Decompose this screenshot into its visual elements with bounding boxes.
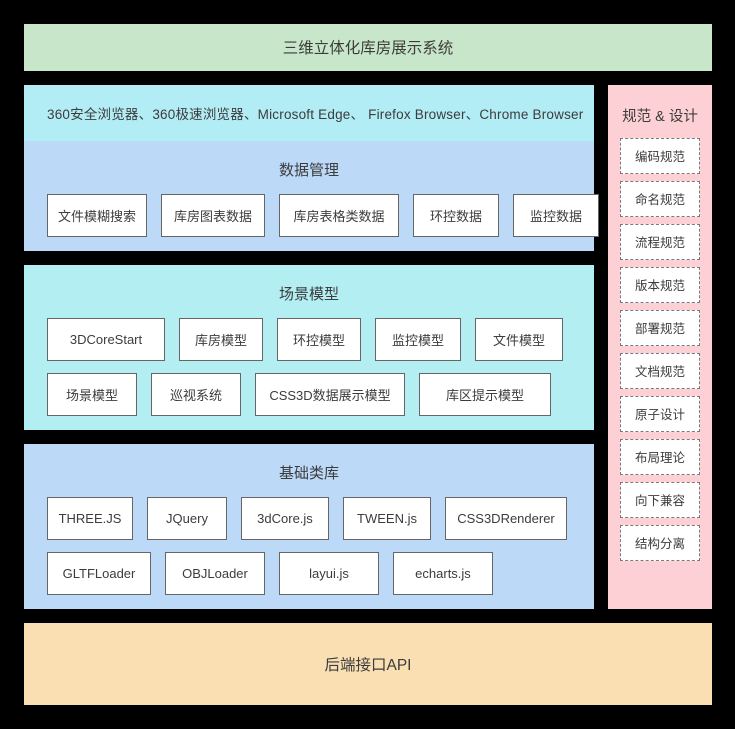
- sidebar-item-5[interactable]: 部署规范: [620, 309, 700, 346]
- system-title-band: 三维立体化库房展示系统: [24, 24, 712, 71]
- module-chip[interactable]: 巡视系统: [151, 372, 241, 416]
- chip-row: 文件模糊搜索库房图表数据库房表格类数据环控数据监控数据: [24, 193, 599, 237]
- chip-row: 场景模型巡视系统 CSS3D数据展示模型库区提示模型: [24, 372, 594, 416]
- sidebar-item-list: 编码规范命名规范流程规范版本规范部署规范文档规范原子设计布局理论向下兼容结构分离: [620, 137, 700, 561]
- layer-title: 数据管理: [278, 161, 339, 179]
- diagram-columns: 360安全浏览器、360极速浏览器、Microsoft Edge、 Firefo…: [24, 84, 712, 609]
- sidebar-title: 规范 & 设计: [622, 108, 698, 125]
- module-chip[interactable]: 库房模型: [179, 317, 263, 361]
- module-chip[interactable]: 文件模糊搜索: [47, 193, 147, 237]
- system-title-label: 三维立体化库房展示系统: [282, 40, 454, 58]
- module-chip[interactable]: 3DCoreStart: [47, 317, 165, 361]
- layer-title: 基础类库: [278, 464, 339, 482]
- module-chip[interactable]: 环控数据: [413, 193, 499, 237]
- module-chip[interactable]: 场景模型: [47, 372, 137, 416]
- module-chip[interactable]: 环控模型: [277, 317, 361, 361]
- sidebar-item-6[interactable]: 文档规范: [620, 352, 700, 389]
- module-chip[interactable]: THREE.JS: [47, 496, 133, 540]
- module-chip[interactable]: CSS3D数据展示模型: [255, 372, 405, 416]
- sidebar-item-10[interactable]: 结构分离: [620, 524, 700, 561]
- chip-row: THREE.JS JQuery 3dCore.js TWEEN.js CSS3DRend…: [24, 496, 594, 540]
- sidebar-item-1[interactable]: 编码规范: [620, 137, 700, 174]
- module-chip[interactable]: 库房图表数据: [161, 193, 265, 237]
- module-chip[interactable]: OBJLoader: [165, 551, 265, 595]
- layer-data-management: 数据管理文件模糊搜索库房图表数据库房表格类数据环控数据监控数据: [24, 140, 599, 251]
- browsers-label: 360安全浏览器、360极速浏览器、Microsoft Edge、 Firefo…: [47, 106, 584, 122]
- standards-design-panel: 规范 & 设计 编码规范命名规范流程规范版本规范部署规范文档规范原子设计布局理论…: [608, 84, 712, 609]
- layer-title: 场景模型: [278, 285, 339, 303]
- module-chip[interactable]: CSS3DRenderer: [445, 496, 567, 540]
- sidebar-item-4[interactable]: 版本规范: [620, 266, 700, 303]
- sidebar-item-8[interactable]: 布局理论: [620, 438, 700, 475]
- module-chip[interactable]: 监控数据: [513, 193, 599, 237]
- module-chip[interactable]: echarts.js: [393, 551, 493, 595]
- module-chip[interactable]: 库区提示模型: [419, 372, 551, 416]
- sidebar-item-7[interactable]: 原子设计: [620, 395, 700, 432]
- browsers-band: 360安全浏览器、360极速浏览器、Microsoft Edge、 Firefo…: [24, 84, 594, 141]
- sidebar-item-2[interactable]: 命名规范: [620, 180, 700, 217]
- module-chip[interactable]: layui.js: [279, 551, 379, 595]
- sidebar-item-3[interactable]: 流程规范: [620, 223, 700, 260]
- module-chip[interactable]: JQuery: [147, 496, 227, 540]
- layer-stack: 数据管理文件模糊搜索库房图表数据库房表格类数据环控数据监控数据场景模型 3DCor…: [24, 140, 599, 609]
- module-chip[interactable]: 文件模型: [475, 317, 563, 361]
- module-chip[interactable]: TWEEN.js: [343, 496, 431, 540]
- module-chip[interactable]: 库房表格类数据: [279, 193, 399, 237]
- backend-api-label: 后端接口API: [324, 656, 412, 674]
- module-chip[interactable]: 监控模型: [375, 317, 461, 361]
- module-chip[interactable]: GLTFLoader: [47, 551, 151, 595]
- sidebar-column: 规范 & 设计 编码规范命名规范流程规范版本规范部署规范文档规范原子设计布局理论…: [608, 84, 712, 609]
- layer-base-library: 基础类库 THREE.JS JQuery 3dCore.js TWEEN.js CSS3D…: [24, 443, 594, 609]
- main-column: 360安全浏览器、360极速浏览器、Microsoft Edge、 Firefo…: [24, 84, 599, 609]
- backend-api-band: 后端接口API: [24, 622, 712, 705]
- chip-row: 3DCoreStart 库房模型环控模型监控模型文件模型: [24, 317, 594, 361]
- sidebar-item-9[interactable]: 向下兼容: [620, 481, 700, 518]
- module-chip[interactable]: 3dCore.js: [241, 496, 329, 540]
- chip-row: GLTFLoader OBJLoader layui.js echarts.js: [24, 551, 594, 595]
